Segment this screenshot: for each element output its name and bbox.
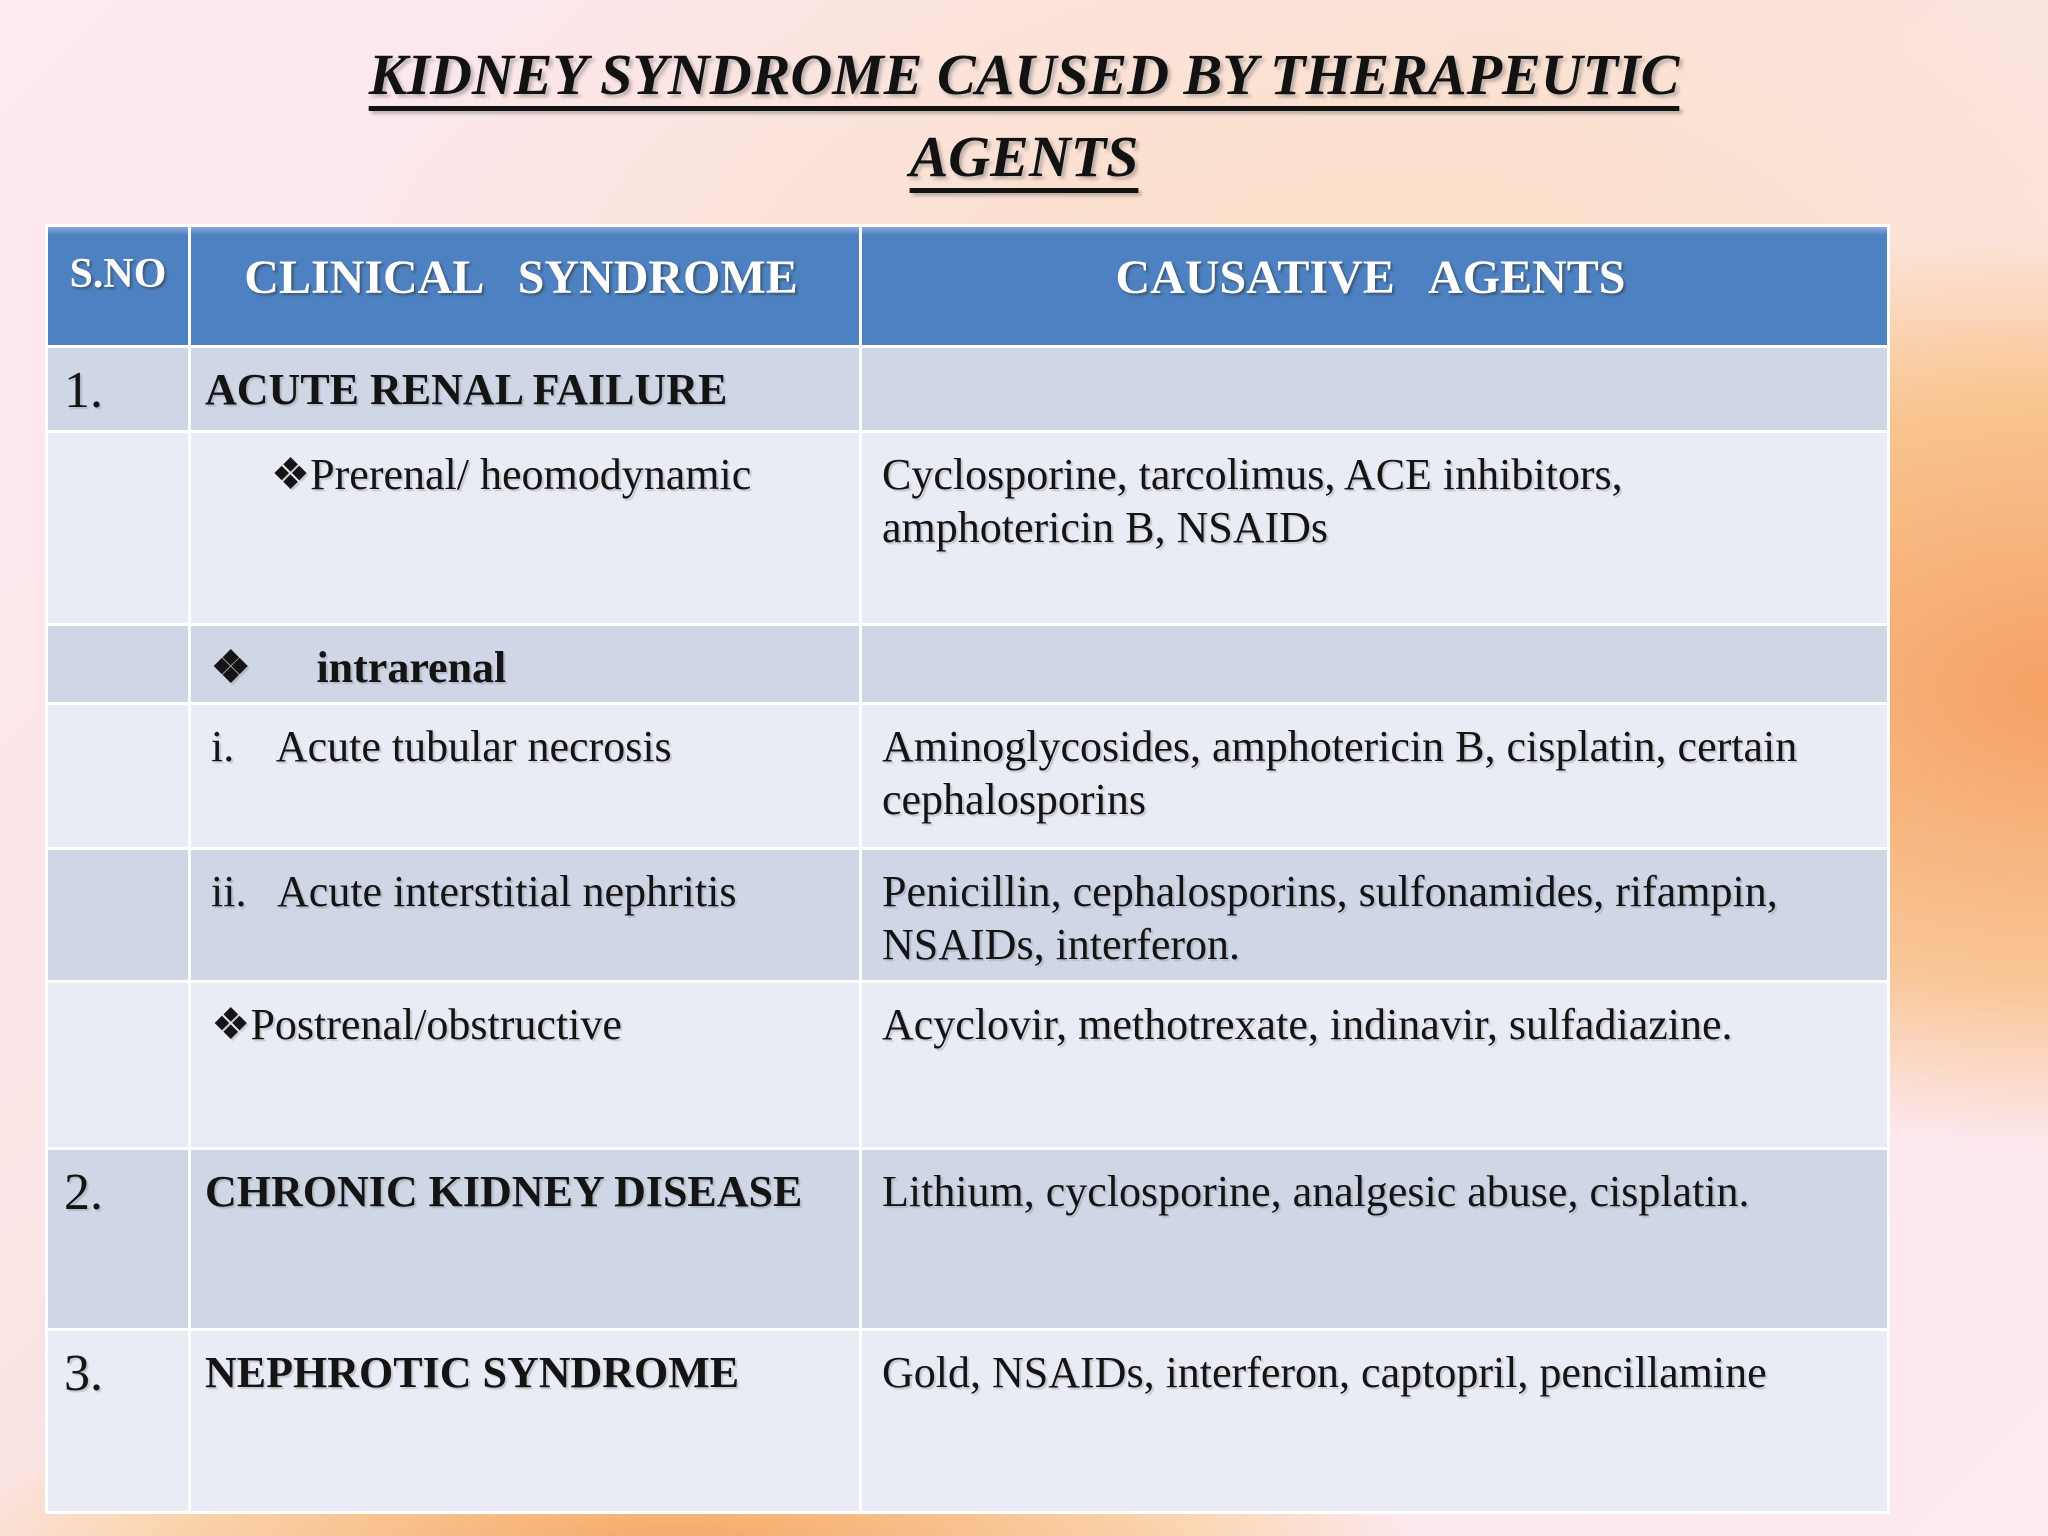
table-cell-sno: 2. <box>48 1150 188 1328</box>
column-header-agents: CAUSATIVE AGENTS <box>862 227 1887 345</box>
table-cell-syndrome: CHRONIC KIDNEY DISEASE <box>191 1150 859 1328</box>
table-cell-sno: 3. <box>48 1331 188 1511</box>
table-cell-sno <box>48 983 188 1147</box>
table-cell-sno <box>48 433 188 623</box>
table-cell-sno <box>48 705 188 847</box>
table-cell-agents: Lithium, cyclosporine, analgesic abuse, … <box>862 1150 1887 1328</box>
table-cell-sno: 1. <box>48 348 188 430</box>
table-cell-sno <box>48 850 188 980</box>
column-header-sno: S.NO <box>48 227 188 345</box>
table-cell-syndrome: ACUTE RENAL FAILURE <box>191 348 859 430</box>
column-header-syndrome: CLINICAL SYNDROME <box>191 227 859 345</box>
table-cell-agents: Aminoglycosides, amphotericin B, cisplat… <box>862 705 1887 847</box>
table-cell-agents: Penicillin, cephalosporins, sulfonamides… <box>862 850 1887 980</box>
kidney-syndrome-table: S.NO CLINICAL SYNDROME CAUSATIVE AGENTS … <box>45 224 1890 1514</box>
table-cell-syndrome: ❖Postrenal/obstructive <box>191 983 859 1147</box>
title-line-2: AGENTS <box>909 124 1139 189</box>
title-line-1: KIDNEY SYNDROME CAUSED BY THERAPEUTIC <box>368 42 1680 107</box>
table-cell-agents: Acyclovir, methotrexate, indinavir, sulf… <box>862 983 1887 1147</box>
table-cell-agents <box>862 348 1887 430</box>
table-cell-sno <box>48 626 188 702</box>
table-cell-agents <box>862 626 1887 702</box>
table-cell-agents: Cyclosporine, tarcolimus, ACE inhibitors… <box>862 433 1887 623</box>
slide-title: KIDNEY SYNDROME CAUSED BY THERAPEUTIC AG… <box>0 34 2048 198</box>
table-cell-syndrome: ❖ intrarenal <box>191 626 859 702</box>
table-cell-agents: Gold, NSAIDs, interferon, captopril, pen… <box>862 1331 1887 1511</box>
table-cell-syndrome: ii. Acute interstitial nephritis <box>191 850 859 980</box>
table-cell-syndrome: i. Acute tubular necrosis <box>191 705 859 847</box>
table-cell-syndrome: NEPHROTIC SYNDROME <box>191 1331 859 1511</box>
table-cell-syndrome: ❖Prerenal/ heomodynamic <box>191 433 859 623</box>
